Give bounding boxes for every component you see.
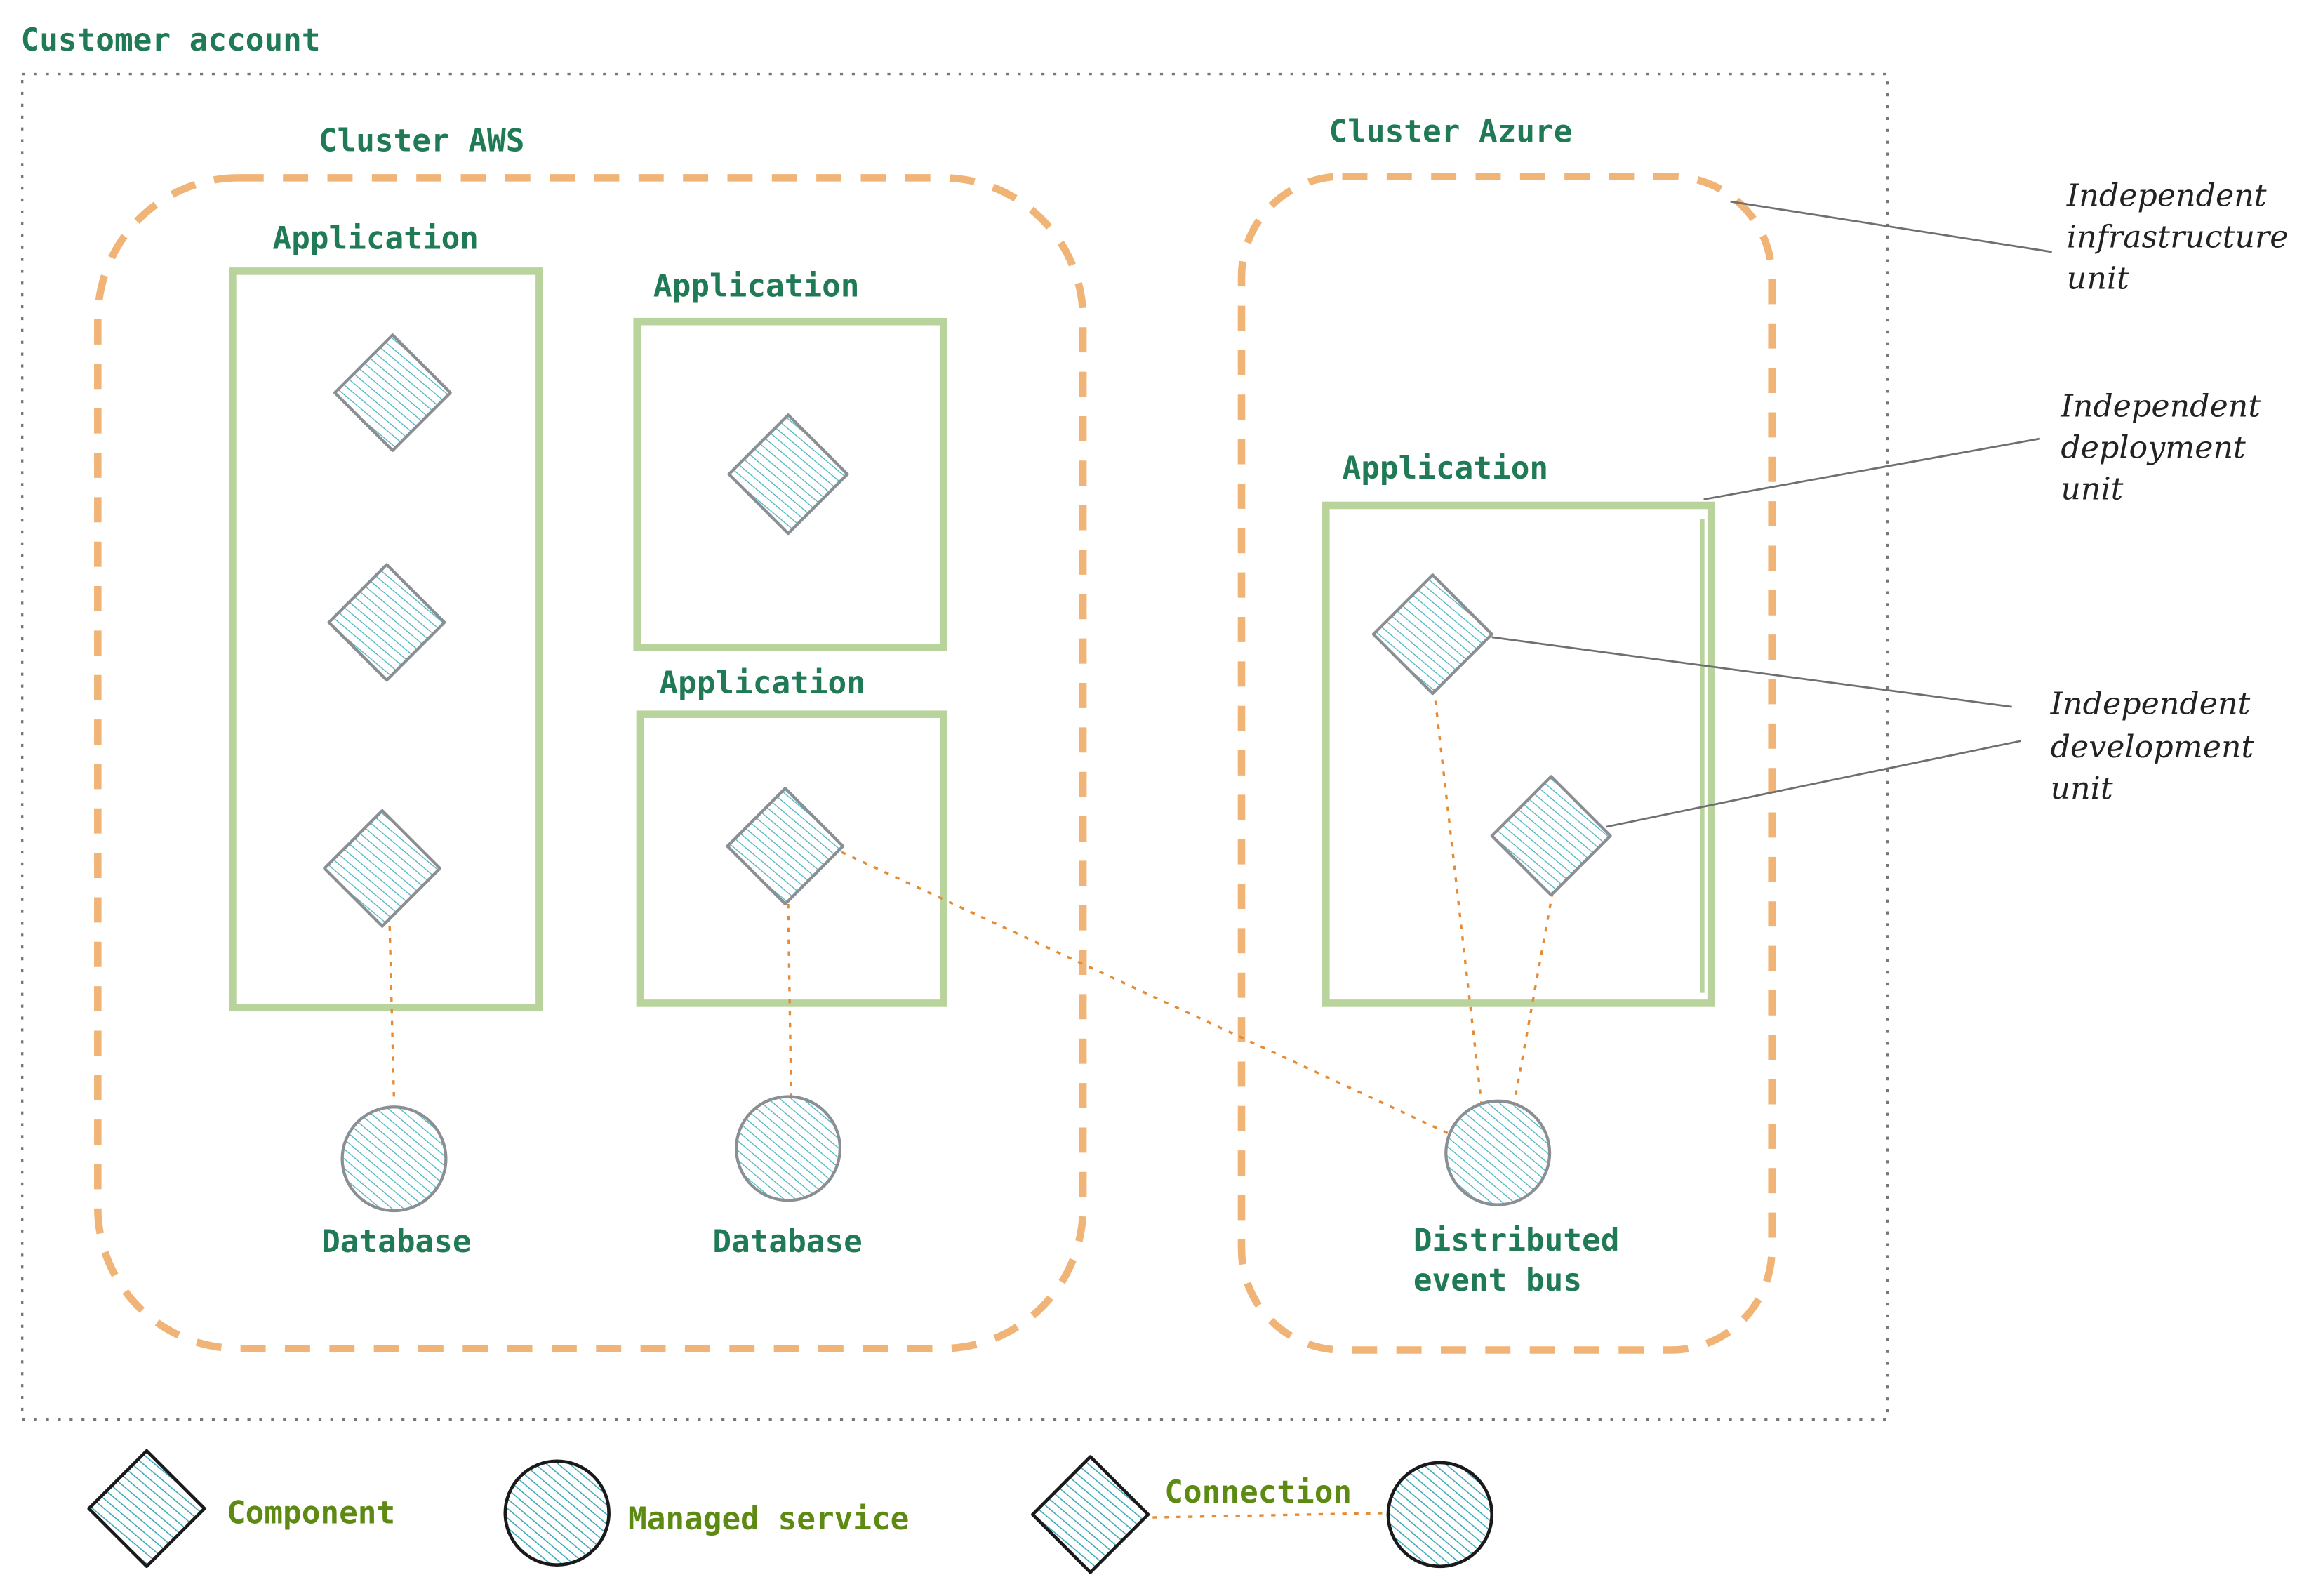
legend-connection-line xyxy=(1152,1512,1387,1519)
annotation-infrastructure: Independent infrastructure unit xyxy=(2066,178,2289,296)
legend-connection-start-icon xyxy=(1031,1455,1150,1574)
managed-services xyxy=(340,1095,1552,1213)
component-diamond-icon xyxy=(327,563,446,682)
application-label-aws-bottom-right: Application xyxy=(659,665,865,701)
cluster-aws-label: Cluster AWS xyxy=(319,123,525,159)
connection-line xyxy=(841,851,1450,1135)
connection-line xyxy=(787,903,792,1097)
components xyxy=(323,333,1612,928)
connection-line xyxy=(1512,891,1554,1105)
event-bus-label-line2: event bus xyxy=(1413,1263,1582,1298)
application-label-aws-top-right: Application xyxy=(653,268,860,304)
legend-component-icon xyxy=(87,1449,206,1569)
application-label-aws-left: Application xyxy=(272,221,479,257)
annotation-text: Independent xyxy=(2066,178,2267,213)
legend-managed-service-label: Managed service xyxy=(628,1501,909,1537)
annotation-text: deployment xyxy=(2061,430,2246,465)
connection-line xyxy=(388,926,396,1103)
component-diamond-icon xyxy=(333,333,452,452)
cluster-azure-label: Cluster Azure xyxy=(1329,114,1573,150)
database-circle-icon xyxy=(340,1105,448,1213)
application-box-aws-bottom-right xyxy=(636,710,947,1007)
component-diamond-icon xyxy=(1490,775,1612,897)
component-diamond-icon xyxy=(726,787,845,906)
cluster-azure-boundary xyxy=(1237,172,1776,1354)
database-label: Database xyxy=(712,1224,862,1260)
legend-connection-end-icon xyxy=(1386,1461,1494,1569)
annotation-text: unit xyxy=(2067,261,2129,297)
cluster-aws-boundary xyxy=(94,174,1087,1352)
customer-account-boundary xyxy=(20,72,1889,1421)
leader-line xyxy=(1703,437,2041,500)
leader-line xyxy=(1606,740,2021,828)
annotation-text: unit xyxy=(2061,472,2123,507)
application-box-aws-left xyxy=(229,267,543,1012)
legend: Component Managed service Connection xyxy=(87,1449,1494,1574)
application-label-azure: Application xyxy=(1343,451,1549,486)
legend-connection-label: Connection xyxy=(1164,1475,1352,1510)
annotation-text: Independent xyxy=(2060,388,2261,424)
event-bus-circle-icon xyxy=(1444,1099,1552,1206)
application-box-azure xyxy=(1322,501,1715,1007)
annotation-text: unit xyxy=(2051,771,2113,806)
annotation-deployment: Independent deployment unit xyxy=(2060,388,2261,507)
annotation-text: Independent xyxy=(2050,686,2251,722)
database-circle-icon xyxy=(735,1095,842,1202)
application-box-aws-top-right xyxy=(633,317,947,651)
annotation-text: infrastructure xyxy=(2067,220,2289,255)
leader-line xyxy=(1730,200,2052,253)
annotation-development: Independent development unit xyxy=(2050,686,2254,806)
database-label: Database xyxy=(321,1224,471,1260)
annotation-text: development xyxy=(2051,729,2254,765)
legend-component-label: Component xyxy=(227,1496,395,1531)
legend-managed-service-icon xyxy=(503,1459,611,1567)
annotation-leaders xyxy=(1491,200,2052,828)
component-diamond-icon xyxy=(323,809,442,928)
connections xyxy=(388,689,1554,1135)
connection-line xyxy=(1432,689,1483,1105)
customer-account-label: Customer account xyxy=(21,22,321,58)
event-bus-label-line1: Distributed xyxy=(1413,1223,1620,1258)
component-diamond-icon xyxy=(1371,573,1493,696)
leader-line xyxy=(1491,636,2012,708)
component-diamond-icon xyxy=(727,413,849,536)
